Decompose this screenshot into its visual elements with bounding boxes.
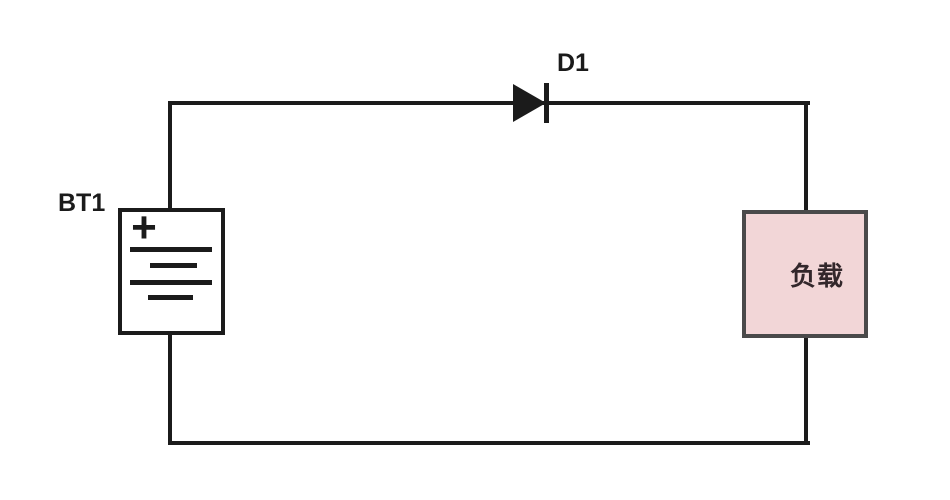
- battery-plate-long-icon: [130, 280, 212, 285]
- diode-label: D1: [557, 49, 589, 77]
- battery-label: BT1: [58, 189, 106, 217]
- battery-plate-short-icon: [150, 263, 197, 268]
- battery-plus-sign: +: [131, 203, 157, 252]
- wire-bottom: [168, 441, 810, 445]
- diode-triangle-icon: [513, 84, 546, 122]
- wire-right-lower: [804, 336, 808, 445]
- wire-right-upper: [804, 101, 808, 212]
- wire-left-lower: [168, 300, 172, 445]
- wire-top: [168, 101, 810, 105]
- wire-left-upper: [168, 101, 172, 251]
- battery-plate-long-icon: [130, 247, 212, 252]
- battery-plate-short-icon: [148, 295, 193, 300]
- load-label: 负载: [789, 260, 844, 291]
- diode-cathode-bar-icon: [544, 83, 549, 123]
- battery-box: [118, 208, 225, 335]
- load-box: 负载: [742, 210, 868, 338]
